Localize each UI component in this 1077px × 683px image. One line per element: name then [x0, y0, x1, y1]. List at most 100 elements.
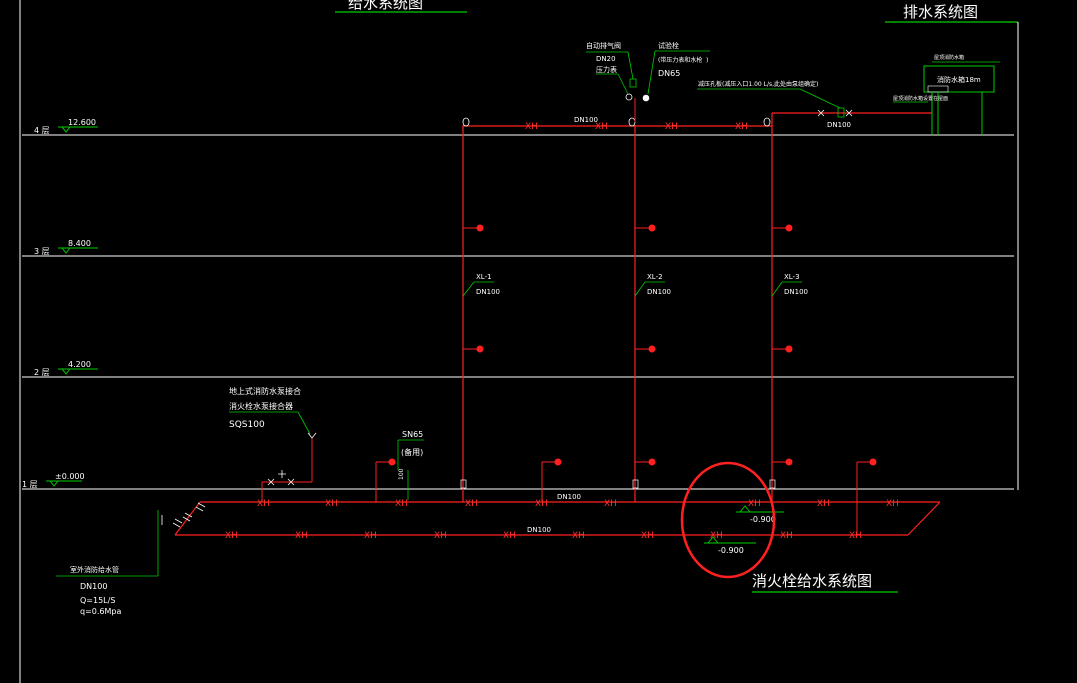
exhaust-valve-label: 自动排气阀 [586, 41, 621, 50]
floor-label: 4 层 [34, 126, 50, 135]
hydrant-size: 100 [398, 468, 405, 480]
hydrant-icon [388, 458, 396, 466]
elevation-value: -0.900 [750, 515, 776, 524]
floor-1: 1 层 ±0.000 [22, 472, 1014, 490]
exhaust-valve-icon [629, 78, 637, 88]
roof-water-tank: 屋顶消防水箱 消防水箱18m 屋顶消防水箱设置在屋面 [893, 54, 1000, 135]
pipe-code: XH [525, 122, 538, 132]
pipe-code: XH [748, 499, 761, 509]
pipe-code: XH [849, 531, 862, 541]
pipe-code: XH [325, 499, 338, 509]
inlet-pressure: q=0.6Mpa [80, 607, 121, 616]
title-hydrant-system-text: 消火栓给水系统图 [752, 572, 872, 590]
pipe-code: XH [780, 531, 793, 541]
floor-elevation: ±0.000 [55, 472, 85, 481]
hydrant-icon [541, 458, 562, 502]
pressure-gauge-label: 压力表 [596, 65, 617, 74]
pipe-code: XH [886, 499, 899, 509]
ground-pipe-upper: XH XH XH XH XH XH XH XH XH DN100 [200, 479, 941, 536]
pipe-code: XH [364, 531, 377, 541]
hydrant-icon [772, 224, 793, 232]
inlet-dn: DN100 [80, 582, 107, 591]
inlet-flow: Q=15L/S [80, 596, 115, 605]
pump-adapter-model: SQS100 [229, 420, 265, 430]
pipe-code: XH [735, 122, 748, 132]
ground-pipe-lower: XH XH XH XH XH XH XH XH XH XH DN100 [175, 526, 908, 541]
hydrant-icon [635, 224, 656, 232]
riser-label-xl3: XL-3 DN100 [771, 273, 808, 297]
floor-label: 3 层 [34, 247, 50, 256]
hydrant-icon [772, 345, 793, 353]
floor-elevation: 4.200 [68, 360, 91, 369]
pipe-code: XH [257, 499, 270, 509]
pipe-code: XH [395, 499, 408, 509]
floor-label: 1 层 [22, 480, 38, 489]
elevation-mark-2: -0.900 [704, 536, 756, 555]
pipe-code: XH [817, 499, 830, 509]
floor-4: 4 层 12.600 [22, 118, 1014, 136]
pipe-code: XH [225, 531, 238, 541]
floor-elevation: 8.400 [68, 239, 91, 248]
pipe-code: XH [604, 499, 617, 509]
pipe-dn-label: DN100 [527, 526, 551, 534]
riser-dn: DN100 [647, 288, 671, 296]
floor-elevation: 12.600 [68, 118, 96, 127]
exhaust-valve-assembly: 自动排气阀 DN20 压力表 试验栓 (带压力表和水枪 ) DN65 [586, 41, 710, 122]
tank-pipe-note: 减压孔板(减压入口1.00 L/s,此处由泵组确定) [698, 80, 818, 88]
pipe-code: XH [503, 531, 516, 541]
hydrant-icon [635, 458, 656, 466]
test-hydrant-note-end: ) [706, 57, 708, 64]
riser-dn: DN100 [784, 288, 808, 296]
hydrant-icon [463, 345, 484, 353]
pipe-code: XH [535, 499, 548, 509]
risers [462, 125, 773, 502]
spare-hydrant: SN65 (备用) 100 [375, 430, 424, 502]
test-hydrant-dn: DN65 [658, 69, 680, 78]
elevation-mark-1: -0.900 [736, 505, 784, 524]
floor-3: 3 层 8.400 [22, 239, 1014, 257]
title-water-supply: 给水系统图 [335, 0, 467, 13]
test-hydrant-icon [642, 94, 650, 102]
riser-label-xl1: XL-1 DN100 [462, 273, 500, 297]
title-water-supply-text: 给水系统图 [348, 0, 423, 12]
highlight-circle [680, 461, 776, 579]
pipe-code: XH [665, 122, 678, 132]
pipe-code: XH [595, 122, 608, 132]
test-hydrant-label: 试验栓 [658, 41, 679, 50]
floor-hydrants [463, 224, 877, 535]
hydrant-icon [463, 224, 484, 232]
pump-adapter-assembly: 地上式消防水泵接合 消火栓水泵接合器 SQS100 [229, 386, 317, 502]
floor-label: 2 层 [34, 368, 50, 377]
pump-adapter-line1: 地上式消防水泵接合 [229, 386, 301, 396]
title-drainage: 排水系统图 [885, 3, 1018, 23]
title-hydrant-system: 消火栓给水系统图 [752, 572, 898, 593]
riser-name: XL-2 [647, 273, 663, 281]
test-hydrant-note: (带压力表和水枪 [658, 56, 702, 64]
hydrant-icon [635, 345, 656, 353]
pressure-gauge-icon [625, 93, 633, 101]
tank-label: 消防水箱18m [937, 75, 981, 84]
pipe-dn-label: DN100 [557, 493, 581, 501]
hydrant-icon [856, 458, 877, 535]
top-main-pipe: XH XH XH XH DN100 [462, 116, 772, 132]
pipe-code: XH [572, 531, 585, 541]
pipe-code: XH [710, 531, 723, 541]
riser-label-xl2: XL-2 DN100 [634, 273, 671, 297]
riser-dn: DN100 [476, 288, 500, 296]
outdoor-inlet: 室外消防给水管 DN100 Q=15L/S q=0.6Mpa [56, 501, 206, 616]
pipe-code: XH [641, 531, 654, 541]
pipe-code: XH [295, 531, 308, 541]
hydrant-dn: SN65 [402, 430, 423, 439]
riser-name: XL-3 [784, 273, 800, 281]
tank-dn-label: DN100 [827, 121, 851, 129]
inlet-title: 室外消防给水管 [70, 565, 119, 574]
riser-name: XL-1 [476, 273, 492, 281]
hydrant-note: (备用) [401, 447, 423, 457]
title-drainage-text: 排水系统图 [903, 3, 978, 21]
tank-note: 屋顶消防水箱设置在屋面 [893, 95, 948, 102]
pump-adapter-line2: 消火栓水泵接合器 [229, 401, 293, 411]
pipe-code: XH [465, 499, 478, 509]
tank-title: 屋顶消防水箱 [934, 54, 964, 61]
pipe-code: XH [434, 531, 447, 541]
